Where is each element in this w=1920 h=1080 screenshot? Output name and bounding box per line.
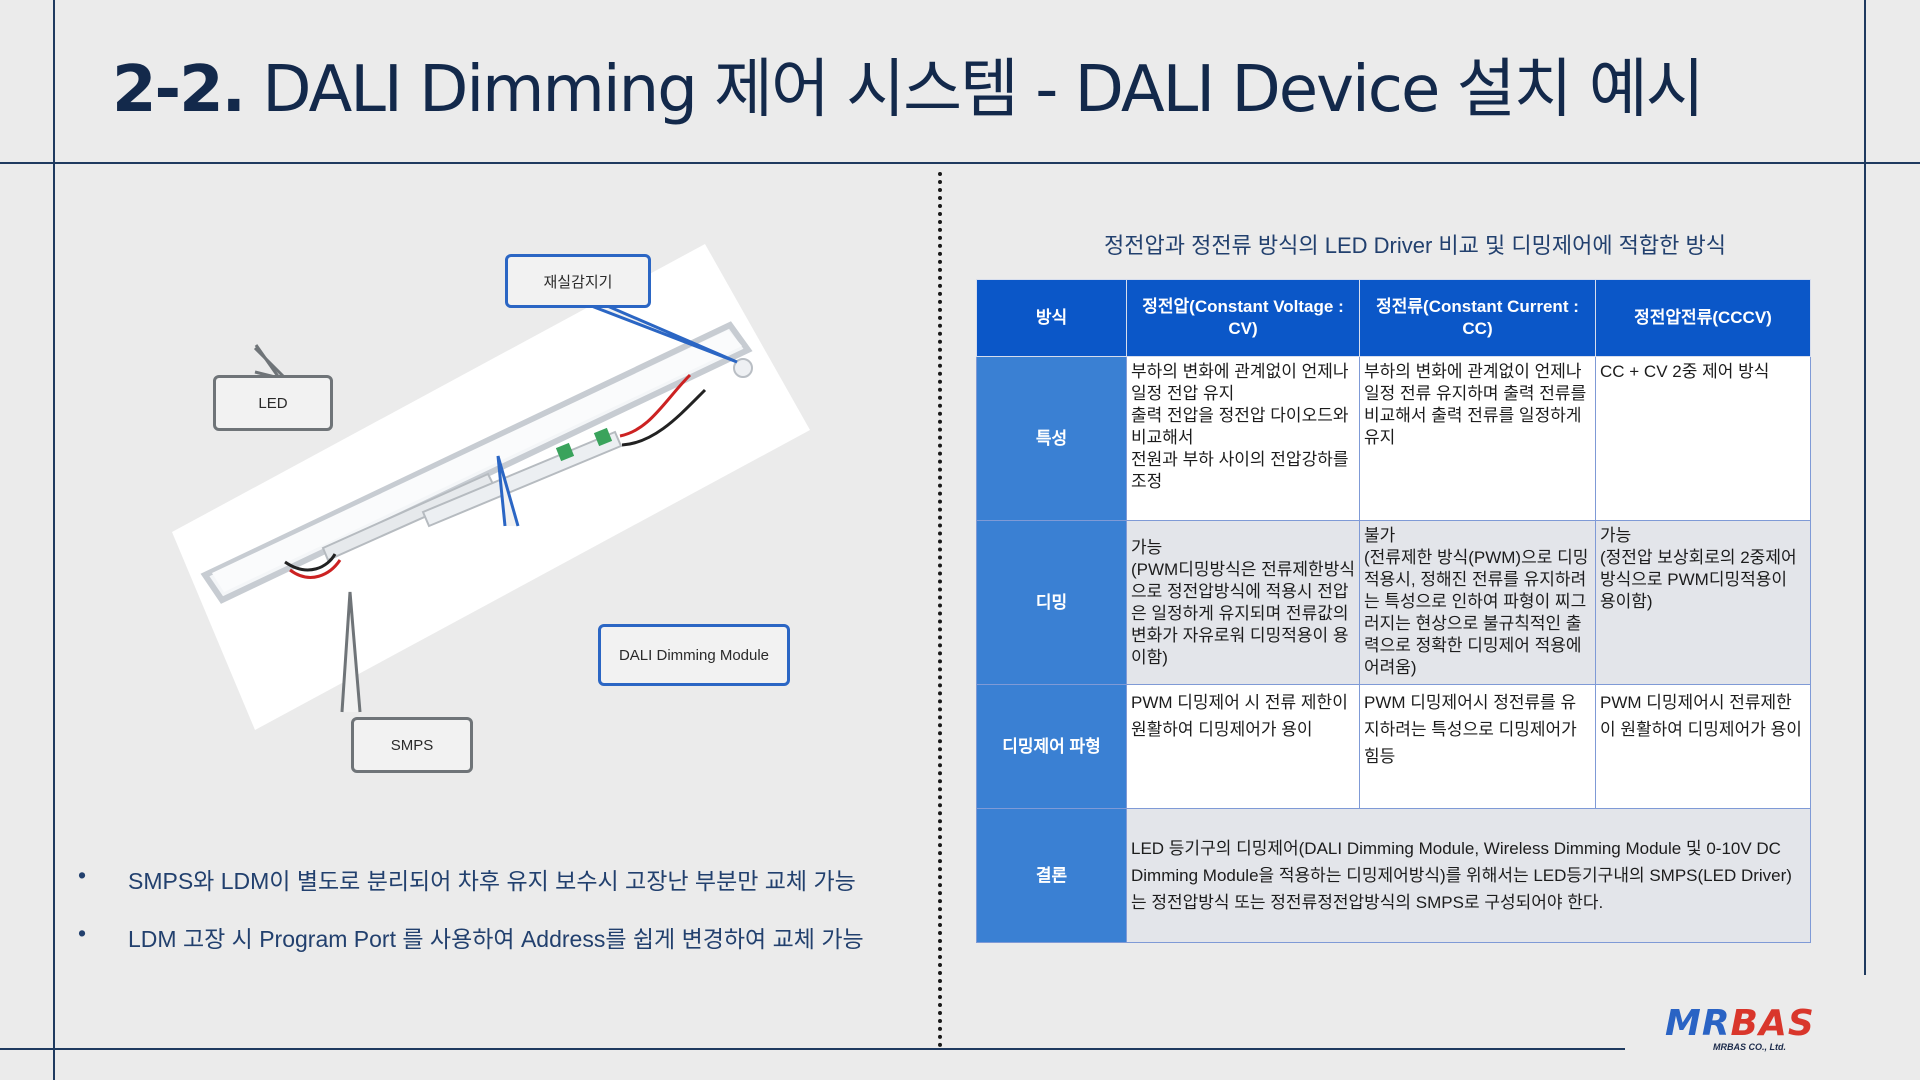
frame-left-line <box>53 0 55 1080</box>
callout-smps: SMPS <box>351 717 473 773</box>
callout-sensor: 재실감지기 <box>505 254 651 308</box>
callout-dali-label: DALI Dimming Module <box>618 646 770 664</box>
table-cell: 부하의 변화에 관계없이 언제나 일정 전압 유지 출력 전압을 정전압 다이오… <box>1126 356 1360 521</box>
table-header-row: 방식 정전압(Constant Voltage : CV) 정전류(Consta… <box>976 279 1811 357</box>
callout-sensor-label: 재실감지기 <box>543 273 613 291</box>
page-title: 2-2. DALI Dimming 제어 시스템 - DALI Device 설… <box>112 38 1705 130</box>
callout-dali-module: DALI Dimming Module <box>598 624 790 686</box>
row-head: 특성 <box>976 356 1127 521</box>
table-cell: 불가 (전류제한 방식(PWM)으로 디밍적용시, 정해진 전류를 유지하려는 … <box>1359 520 1596 685</box>
table-cell: 가능 (PWM디밍방식은 전류제한방식으로 정전압방식에 적용시 전압은 일정하… <box>1126 520 1360 685</box>
frame-right-line <box>1864 0 1866 975</box>
terminal-green-2 <box>593 427 613 447</box>
comparison-table: 방식 정전압(Constant Voltage : CV) 정전류(Consta… <box>976 279 1811 943</box>
wire-black-2 <box>621 388 707 447</box>
row-head: 디밍제어 파형 <box>976 684 1127 809</box>
wire-red-2 <box>619 373 692 438</box>
title-text: DALI Dimming 제어 시스템 - DALI Device 설치 예시 <box>243 53 1704 127</box>
pointer-smps <box>340 591 362 713</box>
table-row: 특성 부하의 변화에 관계없이 언제나 일정 전압 유지 출력 전압을 정전압 … <box>976 356 1811 521</box>
bullet-item: LDM 고장 시 Program Port 를 사용하여 Address를 쉽게… <box>78 920 938 954</box>
brand-logo: MRBAS MRBAS CO., Ltd. <box>1665 1006 1815 1053</box>
header-method: 방식 <box>976 279 1127 357</box>
wire-black-1 <box>284 553 337 572</box>
row-head: 디밍 <box>976 520 1127 685</box>
header-cv: 정전압(Constant Voltage : CV) <box>1126 279 1360 357</box>
logo-mr: MR <box>1665 1003 1731 1044</box>
header-cc: 정전류(Constant Current : CC) <box>1359 279 1596 357</box>
table-cell: CC + CV 2중 제어 방식 <box>1595 356 1811 521</box>
callout-led-label: LED <box>258 394 288 412</box>
header-cccv: 정전압전류(CCCV) <box>1595 279 1811 357</box>
callout-led: LED <box>213 375 333 431</box>
vertical-divider <box>938 172 942 1048</box>
pointer-dali <box>496 455 520 527</box>
table-cell: 부하의 변화에 관계없이 언제나 일정 전류 유지하며 출력 전류를 비교해서 … <box>1359 356 1596 521</box>
table-cell: 가능 (정전압 보상회로의 2중제어방식으로 PWM디밍적용이 용이함) <box>1595 520 1811 685</box>
logo-bas: BAS <box>1730 1003 1815 1044</box>
table-row: 디밍제어 파형 PWM 디밍제어 시 전류 제한이 원활하여 디밍제어가 용이 … <box>976 684 1811 809</box>
wire-red-1 <box>289 559 342 579</box>
table-title: 정전압과 정전류 방식의 LED Driver 비교 및 디밍제어에 적합한 방… <box>1104 233 1726 258</box>
terminal-green-1 <box>555 442 575 462</box>
table-row: 디밍 가능 (PWM디밍방식은 전류제한방식으로 정전압방식에 적용시 전압은 … <box>976 520 1811 685</box>
conclusion-cell: LED 등기구의 디밍제어(DALI Dimming Module, Wirel… <box>1126 808 1811 943</box>
row-head: 결론 <box>976 808 1127 943</box>
frame-top-rule <box>0 162 1920 164</box>
bullet-item: SMPS와 LDM이 별도로 분리되어 차후 유지 보수시 고장난 부분만 교체… <box>78 862 938 896</box>
callout-smps-label: SMPS <box>390 736 434 754</box>
table-cell: PWM 디밍제어시 정전류를 유지하려는 특성으로 디밍제어가 힘등 <box>1359 684 1596 809</box>
bullet-list: SMPS와 LDM이 별도로 분리되어 차후 유지 보수시 고장난 부분만 교체… <box>78 862 938 978</box>
table-row: 결론 LED 등기구의 디밍제어(DALI Dimming Module, Wi… <box>976 808 1811 943</box>
table-cell: PWM 디밍제어 시 전류 제한이 원활하여 디밍제어가 용이 <box>1126 684 1360 809</box>
logo-subtext: MRBAS CO., Ltd. <box>1713 1042 1786 1052</box>
logo-text: MRBAS <box>1665 1006 1815 1042</box>
sensor-dot <box>733 358 753 378</box>
table-cell: PWM 디밍제어시 전류제한이 원활하여 디밍제어가 용이 <box>1595 684 1811 809</box>
frame-bottom-rule <box>0 1048 1625 1050</box>
led-panel-illustration <box>172 244 810 730</box>
title-prefix: 2-2. <box>112 53 246 127</box>
